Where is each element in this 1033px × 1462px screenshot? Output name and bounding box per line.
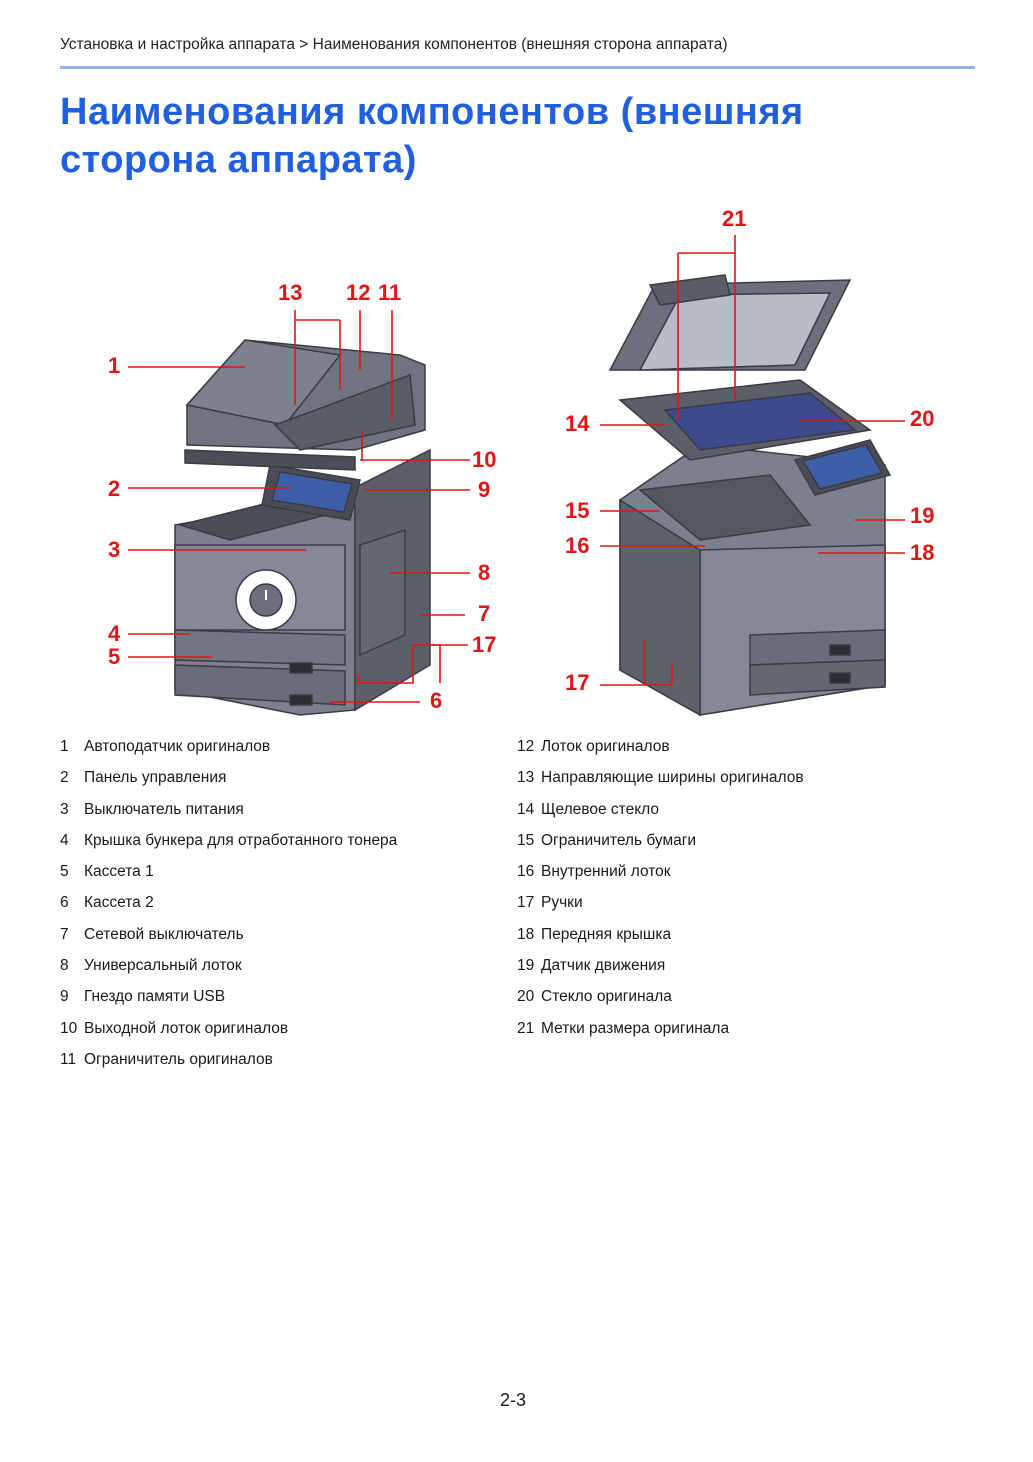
legend-item: 8 Универсальный лоток — [60, 956, 397, 987]
callout-15: 15 — [565, 498, 590, 523]
callout-17-right: 17 — [565, 670, 590, 695]
legend-item: 10 Выходной лоток оригиналов — [60, 1019, 397, 1050]
callout-9: 9 — [478, 477, 491, 502]
legend-item: 3 Выключатель питания — [60, 800, 397, 831]
callout-16: 16 — [565, 533, 590, 558]
device-illustration: 1 2 3 4 5 6 7 8 9 10 11 12 13 14 15 16 1… — [0, 195, 1033, 735]
callout-10: 10 — [472, 447, 497, 472]
legend-item: 21 Метки размера оригинала — [517, 1019, 804, 1050]
legend-num: 16 — [517, 863, 535, 881]
callout-1: 1 — [108, 353, 121, 378]
legend-text: Гнездо памяти USB — [84, 988, 226, 1006]
legend-text: Лоток оригиналов — [541, 738, 670, 755]
callout-17-left: 17 — [472, 632, 497, 657]
legend-num: 18 — [517, 925, 535, 943]
legend-item: 16 Внутренний лоток — [517, 862, 804, 893]
callout-4: 4 — [108, 621, 121, 646]
callout-3: 3 — [108, 537, 121, 562]
legend-num: 17 — [517, 894, 535, 912]
legend-item: 17 Ручки — [517, 893, 804, 924]
legend-text: Датчик движения — [541, 957, 666, 975]
legend-text: Ограничитель бумаги — [541, 831, 697, 849]
legend-text: Универсальный лоток — [84, 957, 242, 975]
callout-7: 7 — [478, 601, 491, 626]
legend-item: 14 Щелевое стекло — [517, 800, 804, 831]
legend-num: 21 — [517, 1019, 535, 1037]
legend-num: 10 — [60, 1019, 78, 1037]
callout-18: 18 — [910, 540, 935, 565]
legend-item: 4 Крышка бункера для отработанного тонера — [60, 831, 397, 862]
legend-num: 11 — [60, 1050, 77, 1068]
legend-num: 7 — [60, 925, 69, 943]
legend-right: 12 Лоток оригиналов 13 Направляющие ширины… — [517, 737, 804, 1050]
legend-num: 5 — [60, 863, 69, 881]
legend-num: 1 — [60, 738, 69, 755]
callout-2: 2 — [108, 476, 121, 501]
legend-item: 9 Гнездо памяти USB — [60, 987, 397, 1018]
legend-text: Стекло оригинала — [541, 988, 672, 1006]
legend-num: 6 — [60, 894, 69, 912]
page-title: Наименования компонентов (внешняя сторон… — [60, 91, 804, 181]
machine-open-view — [608, 274, 892, 717]
device-drawings — [128, 235, 905, 717]
legend-item: 7 Сетевой выключатель — [60, 925, 397, 956]
breadcrumb: Установка и настройка аппарата > Наимено… — [60, 36, 728, 53]
callout-20: 20 — [910, 406, 935, 431]
legend-item: 5 Кассета 1 — [60, 862, 397, 893]
legend-text: Метки размера оригинала — [541, 1019, 730, 1037]
callout-19: 19 — [910, 503, 935, 528]
legend-num: 12 — [517, 738, 535, 755]
legend-text: Внутренний лоток — [541, 863, 671, 881]
legend-item: 19 Датчик движения — [517, 956, 804, 987]
legend-text: Кассета 2 — [84, 894, 154, 912]
callout-11: 11 — [378, 280, 402, 305]
legend-num: 4 — [60, 831, 69, 849]
page-number: 2-3 — [500, 1390, 527, 1410]
callout-5: 5 — [108, 644, 121, 669]
legend-num: 19 — [517, 957, 535, 975]
legend-item: 11 Ограничитель оригиналов — [60, 1050, 397, 1081]
callout-13: 13 — [278, 280, 303, 305]
callout-12: 12 — [346, 280, 371, 305]
legend-num: 15 — [517, 831, 535, 849]
legend-text: Ручки — [541, 894, 583, 912]
legend-num: 14 — [517, 800, 535, 818]
legend-item: 20 Стекло оригинала — [517, 987, 804, 1018]
legend-num: 13 — [517, 769, 535, 787]
legend-text: Выходной лоток оригиналов — [84, 1019, 289, 1037]
legend-left: 1 Автоподатчик оригиналов 2 Панель управле… — [60, 737, 397, 1081]
legend-num: 9 — [60, 988, 69, 1006]
callout-6: 6 — [430, 688, 443, 713]
legend-num: 20 — [517, 988, 535, 1006]
callout-14: 14 — [565, 411, 590, 436]
callout-21: 21 — [722, 206, 747, 231]
legend-text: Передняя крышка — [541, 925, 672, 943]
legend-text: Щелевое стекло — [541, 800, 659, 818]
legend-text: Крышка бункера для отработанного тонера — [84, 831, 398, 849]
legend-text: Сетевой выключатель — [84, 925, 244, 943]
legend-item: 1 Автоподатчик оригиналов — [60, 737, 397, 768]
legend-text: Панель управления — [84, 769, 227, 787]
legend-num: 3 — [60, 800, 69, 818]
machine-front-view — [174, 339, 431, 716]
legend-text: Направляющие ширины оригиналов — [541, 769, 804, 787]
legend-item: 2 Панель управления — [60, 768, 397, 799]
legend-num: 8 — [60, 957, 69, 975]
legend-text: Выключатель питания — [84, 800, 244, 818]
header-divider — [60, 66, 975, 69]
legend-item: 15 Ограничитель бумаги — [517, 831, 804, 862]
legend-num: 2 — [60, 769, 69, 787]
legend-text: Ограничитель оригиналов — [84, 1050, 273, 1068]
legend-item: 6 Кассета 2 — [60, 893, 397, 924]
callout-8: 8 — [478, 560, 491, 585]
legend-item: 18 Передняя крышка — [517, 925, 804, 956]
legend-text: Автоподатчик оригиналов — [84, 738, 271, 755]
legend-text: Кассета 1 — [84, 863, 154, 881]
leader-lines — [128, 235, 905, 703]
legend-item: 12 Лоток оригиналов — [517, 737, 804, 768]
legend-item: 13 Направляющие ширины оригиналов — [517, 768, 804, 799]
